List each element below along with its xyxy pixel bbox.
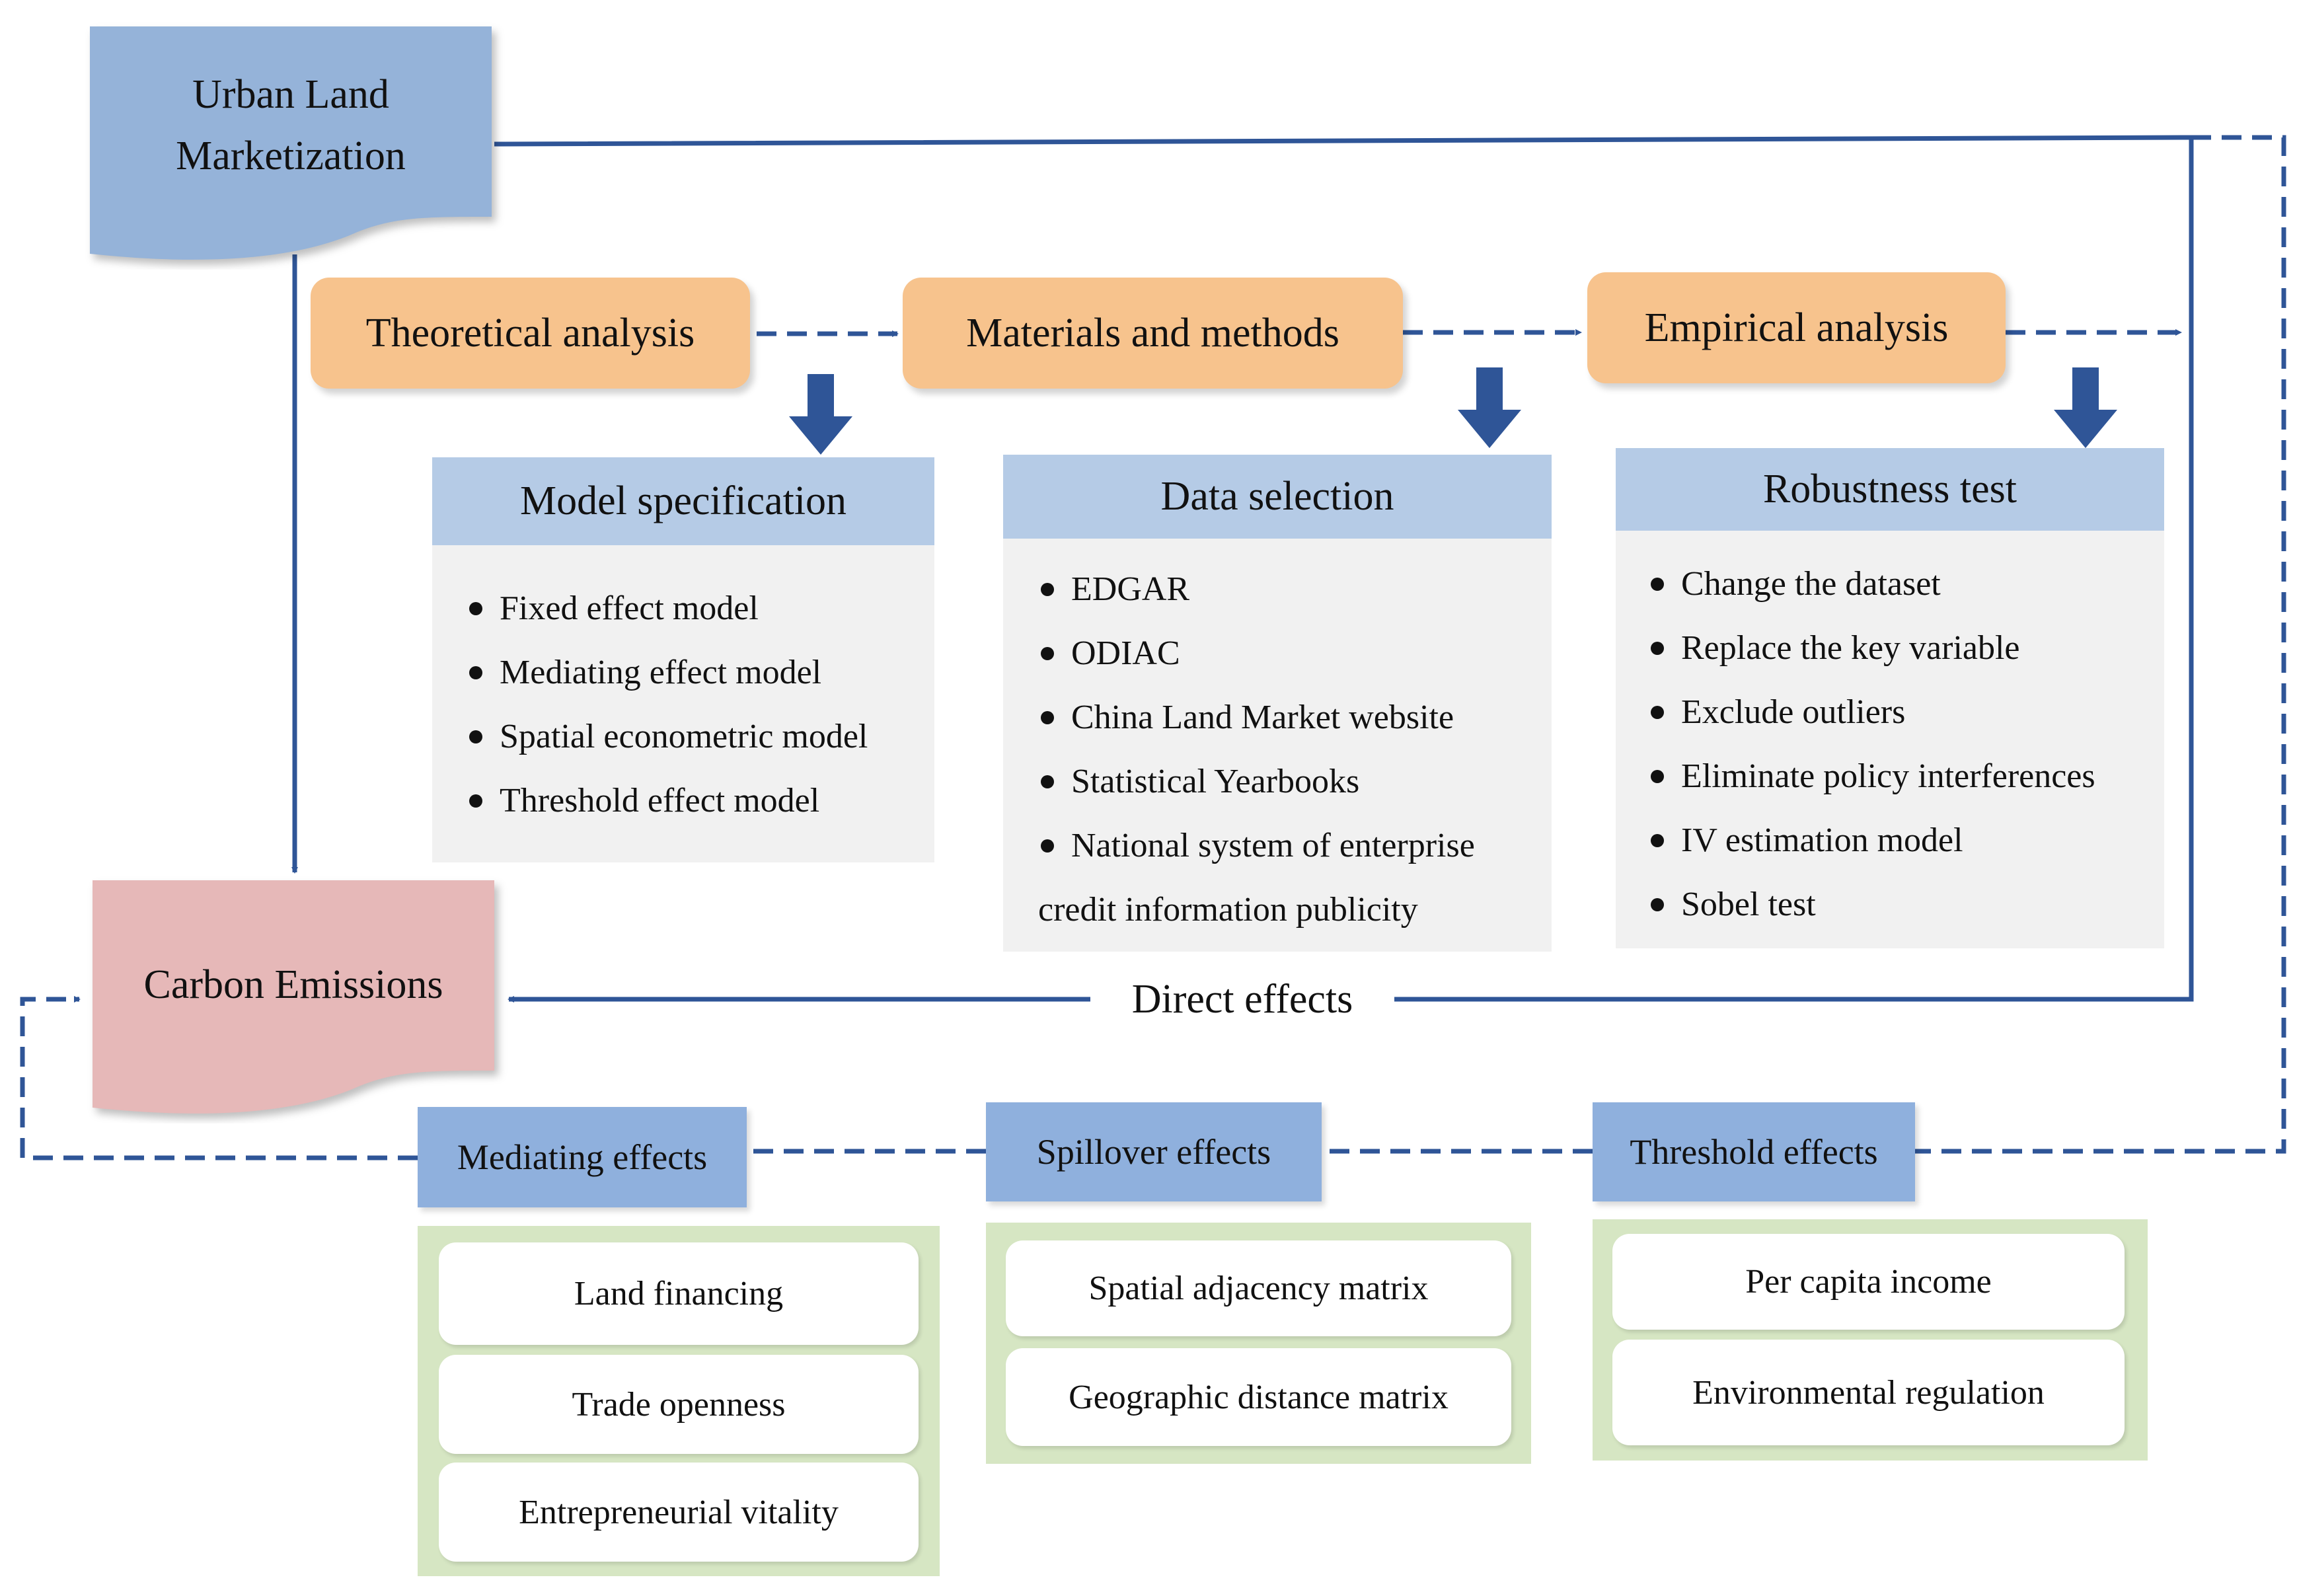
threshold-effects-label: Threshold effects <box>1593 1102 1915 1201</box>
data-selection-panel <box>1003 539 1552 952</box>
mediating-item: Land financing <box>439 1242 919 1345</box>
list-item: National system of enterprise <box>1041 814 1475 878</box>
robustness-header: Robustness test <box>1616 448 2164 531</box>
list-item: EDGAR <box>1041 557 1475 621</box>
threshold-item: Per capita income <box>1612 1234 2125 1330</box>
robustness-panel <box>1616 531 2164 948</box>
list-item: Sobel test <box>1651 872 2095 936</box>
bullet-icon <box>1041 839 1054 853</box>
list-item: Spatial econometric model <box>469 704 868 769</box>
mediating-items-panel: Land financing Trade openness Entreprene… <box>418 1226 940 1576</box>
model-spec-header: Model specification <box>432 457 934 545</box>
bullet-icon <box>1651 897 1664 911</box>
empirical-analysis-label: Empirical analysis <box>1644 305 1949 350</box>
list-item: Mediating effect model <box>469 640 868 704</box>
urban-land-text: Urban Land Marketization <box>176 72 406 178</box>
spillover-item: Spatial adjacency matrix <box>1006 1240 1511 1336</box>
spillover-item: Geographic distance matrix <box>1006 1348 1511 1446</box>
data-selection-list: EDGAR ODIAC China Land Market website St… <box>1038 557 1475 942</box>
list-item: Threshold effect model <box>469 769 868 833</box>
bullet-icon <box>1651 641 1664 655</box>
carbon-text: Carbon Emissions <box>143 962 443 1007</box>
urban-land-label: Urban Land Marketization <box>90 40 492 211</box>
data-selection-title: Data selection <box>1160 474 1394 519</box>
model-spec-list: Fixed effect model Mediating effect mode… <box>469 576 868 833</box>
list-item: Eliminate policy interferences <box>1651 744 2095 808</box>
list-item: Replace the key variable <box>1651 616 2095 680</box>
theoretical-analysis-box: Theoretical analysis <box>311 278 750 389</box>
list-item: ODIAC <box>1041 621 1475 685</box>
list-item: Exclude outliers <box>1651 680 2095 744</box>
direct-effects-line <box>494 135 2194 1002</box>
list-item: Statistical Yearbooks <box>1041 749 1475 814</box>
bullet-icon <box>1651 577 1664 591</box>
bullet-icon <box>469 601 482 615</box>
mediating-item: Trade openness <box>439 1355 919 1454</box>
down-arrow-model-spec <box>789 374 852 455</box>
list-item-continuation: credit information publicity <box>1038 891 1418 929</box>
effects-dashed-to-carbon <box>20 996 418 1160</box>
robustness-list: Change the dataset Replace the key varia… <box>1651 552 2095 936</box>
materials-methods-box: Materials and methods <box>903 278 1403 389</box>
bullet-icon <box>1041 646 1054 660</box>
carbon-shape <box>93 880 494 1114</box>
empirical-analysis-box: Empirical analysis <box>1587 272 2006 383</box>
list-item: Fixed effect model <box>469 576 868 640</box>
bullet-icon <box>1041 775 1054 788</box>
spillover-items-panel: Spatial adjacency matrix Geographic dist… <box>986 1223 1531 1464</box>
materials-methods-label: Materials and methods <box>966 310 1339 356</box>
theoretical-analysis-label: Theoretical analysis <box>365 310 695 356</box>
threshold-item: Environmental regulation <box>1612 1340 2125 1445</box>
bullet-icon <box>469 665 482 679</box>
direct-effects-label: Direct effects <box>1090 968 1394 1031</box>
mediating-effects-label: Mediating effects <box>418 1107 747 1207</box>
robustness-title: Robustness test <box>1762 467 2017 512</box>
threshold-items-panel: Per capita income Environmental regulati… <box>1593 1219 2148 1461</box>
model-spec-title: Model specification <box>519 478 847 523</box>
spillover-effects-label: Spillover effects <box>986 1102 1322 1201</box>
bullet-icon <box>469 794 482 808</box>
urban-land-shape <box>90 26 492 260</box>
mediating-item: Entrepreneurial vitality <box>439 1463 919 1562</box>
bullet-icon <box>1651 833 1664 847</box>
bullet-icon <box>1651 769 1664 783</box>
data-selection-header: Data selection <box>1003 455 1552 539</box>
carbon-label: Carbon Emissions <box>93 925 494 1044</box>
list-item: Change the dataset <box>1651 552 2095 616</box>
bullet-icon <box>1041 710 1054 724</box>
model-spec-panel <box>432 545 934 862</box>
bullet-icon <box>469 730 482 743</box>
bullet-icon <box>1651 705 1664 719</box>
effects-dashed-outer <box>1915 135 2286 1154</box>
bullet-icon <box>1041 582 1054 596</box>
down-arrow-robustness <box>2054 367 2117 448</box>
list-item: China Land Market website <box>1041 685 1475 749</box>
list-item: IV estimation model <box>1651 808 2095 872</box>
down-arrow-data-selection <box>1458 367 1521 448</box>
